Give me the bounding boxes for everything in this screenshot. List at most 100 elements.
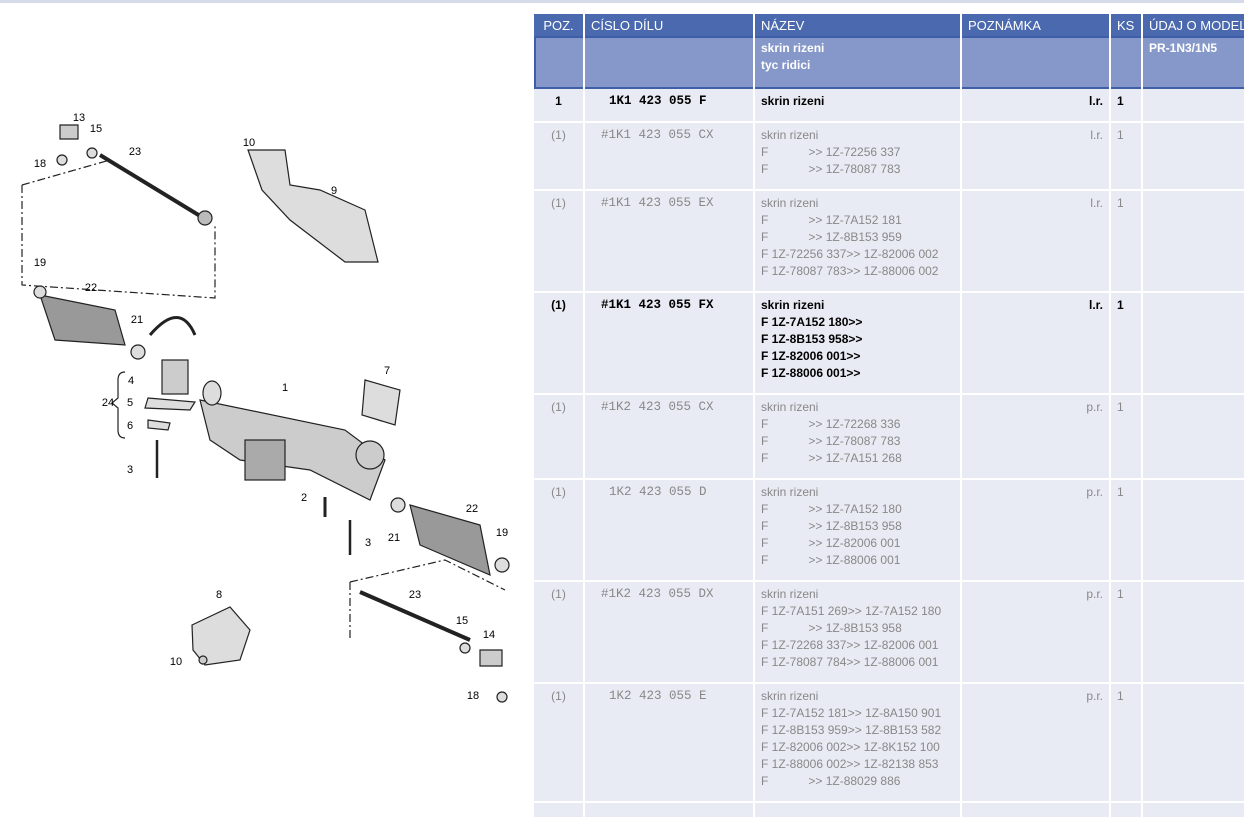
name-line: skrin rizeni: [761, 94, 825, 108]
row-ks: 1: [1111, 582, 1141, 684]
callout-label[interactable]: 23: [409, 589, 421, 601]
row-part-number[interactable]: 1K1 423 055 F: [585, 89, 753, 123]
name-line: F 1Z-72268 337>> 1Z-82006 001: [761, 638, 939, 652]
name-line: skrin rizeni: [761, 128, 819, 142]
name-line: F 1Z-88006 001>>: [761, 366, 861, 380]
row-ks: 1: [1111, 89, 1141, 123]
callout-label[interactable]: 4: [128, 375, 134, 387]
callout-label[interactable]: 15: [90, 123, 102, 135]
callout-label[interactable]: 24: [102, 397, 114, 409]
row-part-number[interactable]: #1K1 423 055 CX: [585, 123, 753, 191]
table-row[interactable]: (1)#1K1 423 055 EX skrin rizeni F >> 1Z-7A…: [534, 191, 1244, 293]
name-line: F >> 1Z-7A152 181: [761, 213, 902, 227]
name-line: skrin rizeni: [761, 689, 819, 703]
callout-label[interactable]: 19: [34, 257, 46, 269]
row-ks: 1: [1111, 123, 1141, 191]
name-line: F >> 1Z-7A152 180: [761, 502, 902, 516]
row-model: [1143, 89, 1244, 123]
callout-label[interactable]: 18: [34, 158, 46, 170]
callout-label[interactable]: 14: [483, 629, 495, 641]
row-model: [1143, 293, 1244, 395]
callout-label[interactable]: 7: [384, 365, 390, 377]
callout-label[interactable]: 1: [282, 382, 288, 394]
callout-label[interactable]: 23: [129, 146, 141, 158]
callout-label[interactable]: 10: [243, 137, 255, 149]
row-poz: (1): [534, 395, 583, 480]
row-poz: (1): [534, 191, 583, 293]
row-ks: 1: [1111, 191, 1141, 293]
table-row[interactable]: (1)1K2 423 055 D skrin rizeni F >> 1Z-7A15…: [534, 480, 1244, 582]
row-note: l.r.: [962, 123, 1109, 191]
parts-table: POZ. CÍSLO DÍLU NÁZEV POZNÁMKA KS ÚDAJ O…: [532, 14, 1244, 819]
row-poz: (1): [534, 123, 583, 191]
row-part-number[interactable]: 1K2 423 055 E: [585, 684, 753, 803]
callout-label[interactable]: 19: [496, 527, 508, 539]
callout-label[interactable]: 10: [170, 656, 182, 668]
name-line: F 1Z-78087 783>> 1Z-88006 002: [761, 264, 939, 278]
table-row[interactable]: (1)1K2 423 055 E skrin rizeni F 1Z-7A152 1…: [534, 684, 1244, 803]
header-model[interactable]: ÚDAJ O MODELU: [1143, 14, 1244, 36]
row-poz: (1): [534, 684, 583, 803]
row-note: p.r.: [962, 395, 1109, 480]
callout-label[interactable]: 21: [131, 314, 143, 326]
callout-label[interactable]: 15: [456, 615, 468, 627]
name-line: F 1Z-7A152 181>> 1Z-8A150 901: [761, 706, 942, 720]
name-line: F 1Z-78087 784>> 1Z-88006 001: [761, 655, 939, 669]
name-line: F 1Z-82006 002>> 1Z-8K152 100: [761, 740, 940, 754]
callout-label[interactable]: 18: [467, 690, 479, 702]
header-ks[interactable]: KS: [1111, 14, 1141, 36]
row-model: [1143, 684, 1244, 803]
row-name: skrin rizeni F >> 1Z-7A152 181 F >> 1Z-8B1…: [755, 191, 960, 293]
row-model: [1143, 191, 1244, 293]
callout-label[interactable]: 22: [85, 282, 97, 294]
table-header-row: POZ. CÍSLO DÍLU NÁZEV POZNÁMKA KS ÚDAJ O…: [534, 14, 1244, 36]
name-line: F >> 1Z-82006 001: [761, 536, 901, 550]
callout-label[interactable]: 6: [127, 420, 133, 432]
header-part-number[interactable]: CÍSLO DÍLU: [585, 14, 753, 36]
row-part-number[interactable]: #1K2 423 055 CX: [585, 395, 753, 480]
name-line: F 1Z-8B153 959>> 1Z-8B153 582: [761, 723, 942, 737]
header-note[interactable]: POZNÁMKA: [962, 14, 1109, 36]
name-line: skrin rizeni: [761, 485, 819, 499]
row-part-number[interactable]: #1K1 423 055 FX: [585, 293, 753, 395]
name-line: skrin rizeni: [761, 298, 825, 312]
callout-label[interactable]: 3: [365, 537, 371, 549]
row-poz: (1): [534, 480, 583, 582]
row-ks: 1: [1111, 395, 1141, 480]
row-part-number[interactable]: #1K1 423 055 EX: [585, 191, 753, 293]
row-note: l.r.: [962, 89, 1109, 123]
callout-label[interactable]: 3: [127, 464, 133, 476]
row-model: [1143, 582, 1244, 684]
name-line: F >> 1Z-88029 886: [761, 774, 901, 788]
callout-label[interactable]: 5: [127, 397, 133, 409]
name-line: F 1Z-8B153 958>>: [761, 332, 863, 346]
callout-label[interactable]: 13: [73, 112, 85, 124]
callout-label[interactable]: 2: [301, 492, 307, 504]
name-line: skrin rizeni: [761, 196, 819, 210]
name-line: F >> 1Z-7A151 268: [761, 451, 902, 465]
name-line: F >> 1Z-8B153 958: [761, 519, 902, 533]
callout-label[interactable]: 22: [466, 503, 478, 515]
callout-label[interactable]: 8: [216, 589, 222, 601]
row-part-number[interactable]: 1K2 423 055 D: [585, 480, 753, 582]
header-poz[interactable]: POZ.: [534, 14, 583, 36]
row-ks: 1: [1111, 293, 1141, 395]
header-name[interactable]: NÁZEV: [755, 14, 960, 36]
callout-label[interactable]: 9: [331, 185, 337, 197]
row-part-number[interactable]: #1K2 423 055 DX: [585, 582, 753, 684]
name-line: F >> 1Z-8B153 959: [761, 230, 902, 244]
table-row-partial: [534, 803, 1244, 819]
callout-label[interactable]: 21: [388, 532, 400, 544]
name-line: skrin rizeni: [761, 400, 819, 414]
row-poz: (1): [534, 582, 583, 684]
